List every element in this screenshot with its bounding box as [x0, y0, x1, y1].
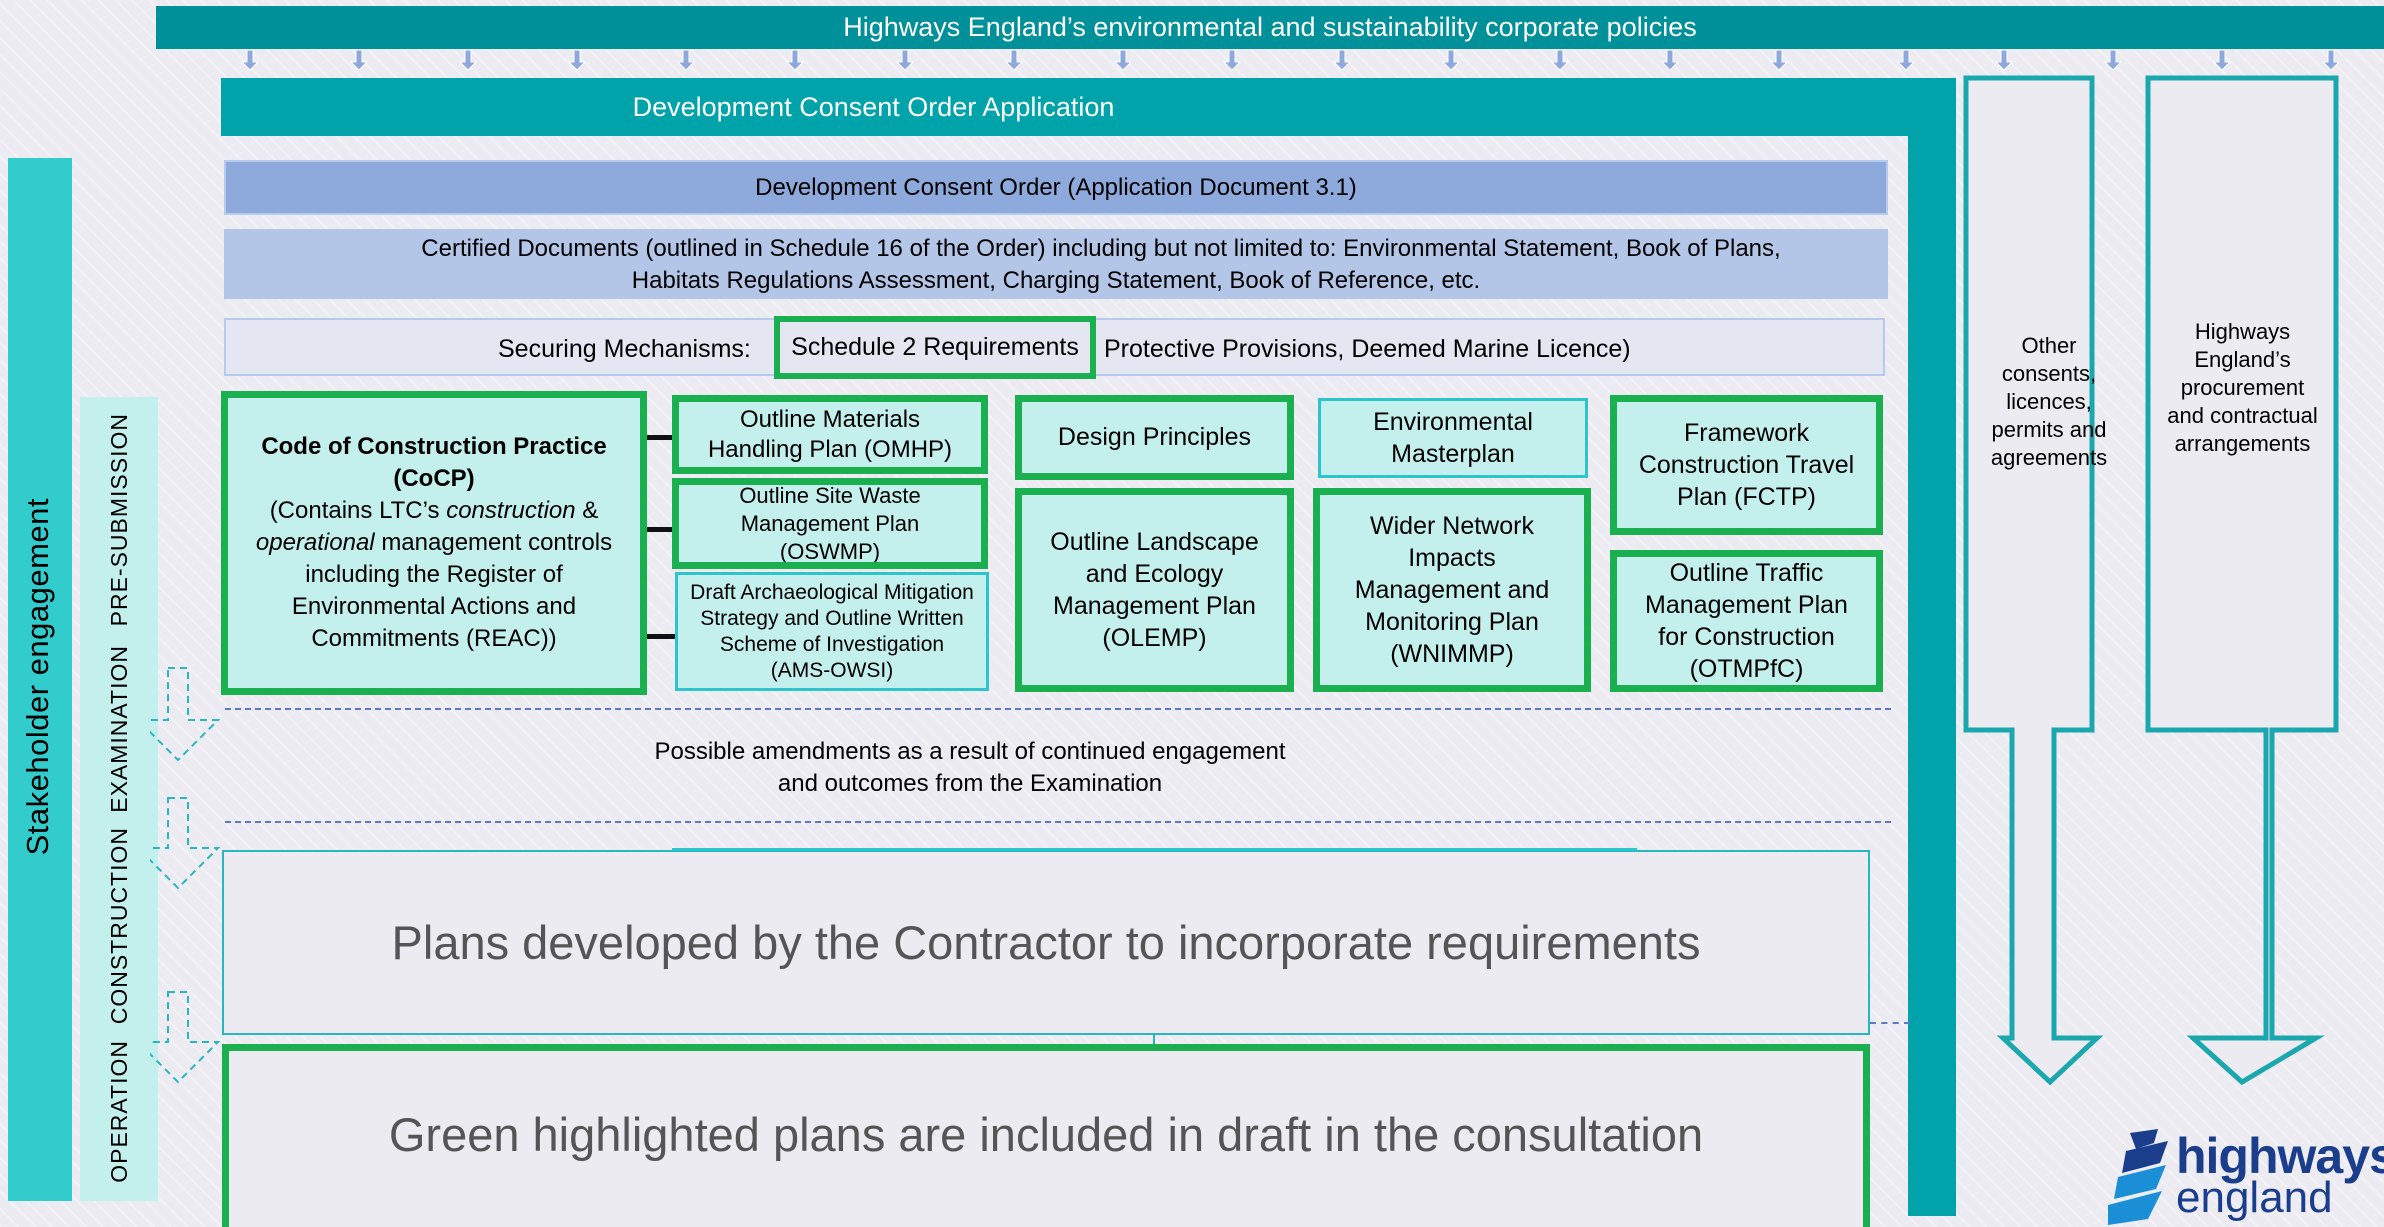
stage-arrow-1 [150, 667, 221, 762]
policy-arrow [1896, 49, 1916, 71]
other-consents-text: Other consents, licences, permits and ag… [1990, 333, 2108, 470]
separator-exam-top [225, 708, 1891, 710]
policy-arrow [2321, 49, 2341, 71]
logo-text-highways: highways [2176, 1128, 2384, 1184]
amendments-text: Possible amendments as a result of conti… [600, 736, 1340, 800]
stage-arrows [150, 667, 221, 1084]
amendments-line2: and outcomes from the Examination [777, 770, 1163, 797]
policy-arrow [676, 49, 696, 71]
policy-arrow [1660, 49, 1680, 71]
fctp-box: Framework Construction Travel Plan (FCTP… [1610, 395, 1883, 535]
separator-exam-bottom [225, 821, 1891, 823]
dco-application-side [1908, 78, 1956, 1216]
environmental-masterplan-text: Environmental Masterplan [1373, 408, 1533, 468]
policy-arrow [1222, 49, 1242, 71]
cocp-line1: (Contains LTC’s [269, 497, 440, 524]
stage-arrow-2 [150, 797, 221, 890]
policy-arrows [240, 49, 2341, 71]
policy-arrow [1994, 49, 2014, 71]
procurement-text: Highways England’s procurement and contr… [2167, 319, 2318, 456]
top-banner-text: Highways England’s environmental and sus… [843, 12, 1697, 42]
olemp-box: Outline Landscape and Ecology Management… [1015, 488, 1294, 692]
policy-arrow [2103, 49, 2123, 71]
certified-documents-line1: Certified Documents (outlined in Schedul… [421, 235, 1781, 262]
policy-arrow [567, 49, 587, 71]
green-note-text: Green highlighted plans are included in … [388, 1107, 1704, 1161]
procurement-arrow [2145, 75, 2339, 1086]
dco-document-box: Development Consent Order (Application D… [224, 160, 1888, 215]
right-arrows [1963, 75, 2339, 1086]
otmpfc-text: Outline Traffic Management Plan for Cons… [1645, 559, 1848, 683]
highways-england-logo: highways england [2108, 1125, 2384, 1227]
logo-mark-icon [2108, 1129, 2168, 1225]
cocp-description: (Contains LTC’s construction & operation… [246, 495, 622, 655]
top-banner: Highways England’s environmental and sus… [156, 6, 2384, 49]
stage-operation: OPERATION [106, 1040, 132, 1183]
omhp-box: Outline Materials Handling Plan (OMHP) [672, 395, 988, 474]
schedule-2-text: Schedule 2 Requirements [791, 333, 1079, 361]
contractor-plans-text: Plans developed by the Contractor to inc… [391, 916, 1701, 969]
policy-arrow [1550, 49, 1570, 71]
cocp-operational: operational [255, 529, 375, 556]
connector-omhp [647, 435, 673, 440]
connector-amsowsi [647, 634, 675, 639]
cocp-amp: & [582, 497, 599, 524]
policy-arrow [1769, 49, 1789, 71]
policy-arrow [1113, 49, 1133, 71]
fctp-text: Framework Construction Travel Plan (FCTP… [1638, 419, 1855, 511]
policy-arrow [895, 49, 915, 71]
cocp-construction: construction [446, 497, 576, 524]
stakeholder-label: Stakeholder engagement [20, 498, 55, 856]
olemp-text: Outline Landscape and Ecology Management… [1050, 528, 1259, 652]
amsowsi-text: Draft Archaeological Mitigation Strategy… [690, 580, 974, 682]
policy-arrow [1441, 49, 1461, 71]
policy-arrow [1004, 49, 1024, 71]
design-principles-box: Design Principles [1015, 395, 1294, 480]
separator-construction-bottom [1870, 1022, 1910, 1024]
contractor-plans-top-accent [672, 848, 1637, 851]
policy-arrow [240, 49, 260, 71]
cocp-title: Code of Construction Practice (CoCP) [261, 433, 607, 492]
schedule-2-requirements: Schedule 2 Requirements [774, 316, 1096, 379]
stage-construction: CONSTRUCTION [106, 827, 132, 1025]
policy-arrow [1332, 49, 1352, 71]
policy-arrow [349, 49, 369, 71]
stage-examination: EXAMINATION [106, 645, 132, 813]
cocp-line2: management controls including the Regist… [291, 529, 613, 652]
stage-pre-submission: PRE-SUBMISSION [106, 413, 132, 627]
stakeholder-bar: Stakeholder engagement [8, 158, 72, 1201]
green-note-box: Green highlighted plans are included in … [222, 1044, 1870, 1227]
cocp-box: Code of Construction Practice (CoCP) (Co… [221, 391, 647, 695]
stage-arrow-3 [150, 991, 221, 1084]
oswmp-text: Outline Site Waste Management Plan (OSWM… [739, 482, 921, 564]
otmpfc-box: Outline Traffic Management Plan for Cons… [1610, 550, 1883, 692]
securing-prefix: Securing Mechanisms: [498, 335, 751, 363]
securing-rest: Protective Provisions, Deemed Marine Lic… [1104, 335, 1631, 363]
wnimmp-text: Wider Network Impacts Management and Mon… [1354, 512, 1550, 668]
design-principles-text: Design Principles [1057, 423, 1252, 451]
wnimmp-box: Wider Network Impacts Management and Mon… [1313, 488, 1591, 692]
certified-documents-line2: Habitats Regulations Assessment, Chargin… [631, 267, 1481, 294]
connector-oswmp [647, 527, 673, 532]
certified-documents-box: Certified Documents (outlined in Schedul… [224, 229, 1888, 299]
policy-arrow [2212, 49, 2232, 71]
securing-mechanisms-box: Securing Mechanisms: Protective Provisio… [224, 318, 1885, 376]
policy-arrow [785, 49, 805, 71]
contractor-link-line [1153, 1033, 1155, 1045]
dco-application-title: Development Consent Order Application [632, 91, 1115, 122]
policy-arrow [458, 49, 478, 71]
amendments-line1: Possible amendments as a result of conti… [654, 738, 1286, 765]
oswmp-box: Outline Site Waste Management Plan (OSWM… [672, 478, 988, 569]
contractor-plans-box: Plans developed by the Contractor to inc… [222, 850, 1870, 1035]
environmental-masterplan-box: Environmental Masterplan [1318, 398, 1588, 478]
stage-strip: PRE-SUBMISSION EXAMINATION CONSTRUCTION … [80, 397, 158, 1201]
logo-text-england: england [2176, 1173, 2333, 1222]
omhp-text: Outline Materials Handling Plan (OMHP) [707, 405, 953, 463]
dco-document-text: Development Consent Order (Application D… [755, 173, 1357, 201]
dco-application-header: Development Consent Order Application [221, 78, 1956, 136]
other-consents-arrow [1963, 75, 2104, 1086]
amsowsi-box: Draft Archaeological Mitigation Strategy… [675, 572, 989, 691]
